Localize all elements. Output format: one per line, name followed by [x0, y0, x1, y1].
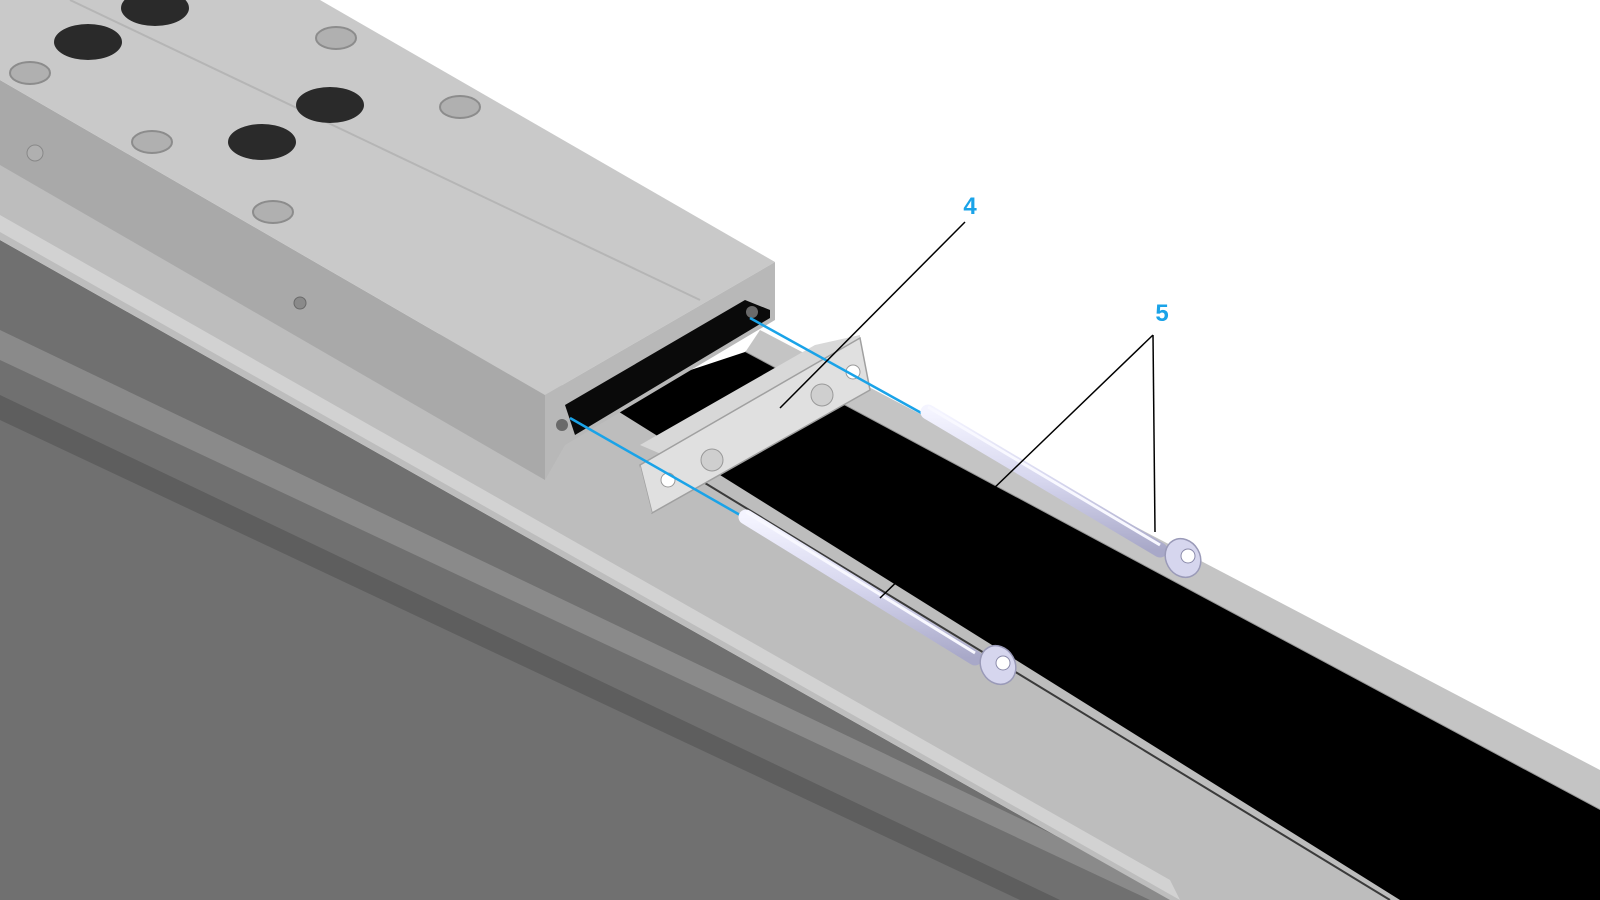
callout-label-4: 4 — [963, 193, 977, 220]
alignment-line — [569, 416, 741, 517]
callout-label-5: 5 — [1155, 300, 1168, 327]
cap-screw-left — [738, 509, 1017, 686]
carriage-side-screw — [26, 144, 44, 162]
clamp-plate-back — [640, 335, 860, 460]
carriage-end-hole-left — [556, 419, 568, 431]
rail-top-strip — [0, 215, 1180, 900]
clamp-plate-boss — [810, 383, 834, 407]
leader-line-4 — [779, 221, 966, 409]
carriage-side-face — [0, 80, 545, 480]
mounting-hole — [228, 124, 296, 160]
clamp-plate-bottom — [640, 465, 652, 513]
belt-edge — [699, 479, 1391, 900]
leader-lines — [779, 221, 1156, 599]
alignment-lines — [569, 316, 926, 517]
mounting-hole — [121, 0, 189, 26]
hex-socket-icon — [995, 655, 1011, 671]
mounting-hole — [296, 87, 364, 123]
clamp-plate-boss — [700, 448, 724, 472]
carriage-end-hole-right — [746, 306, 758, 318]
clamp-plate — [639, 335, 871, 515]
carriage-side-hole — [293, 296, 307, 310]
leader-line-5b — [1152, 334, 1156, 533]
rail-groove — [0, 395, 1060, 900]
carriage-end-opening — [565, 300, 770, 435]
carriage-top-ridge — [69, 0, 701, 301]
counterbore-holes — [9, 26, 481, 224]
drive-belt — [600, 352, 1600, 900]
slide-carriage — [0, 0, 775, 480]
rail-lower-bevel — [0, 330, 1190, 900]
mounting-hole — [54, 24, 122, 60]
cap-screw-right — [920, 404, 1202, 579]
alignment-line — [749, 316, 926, 417]
leader-line-5a — [879, 334, 1154, 599]
carriage-top-face — [0, 0, 775, 395]
hex-socket-icon — [1180, 548, 1196, 564]
